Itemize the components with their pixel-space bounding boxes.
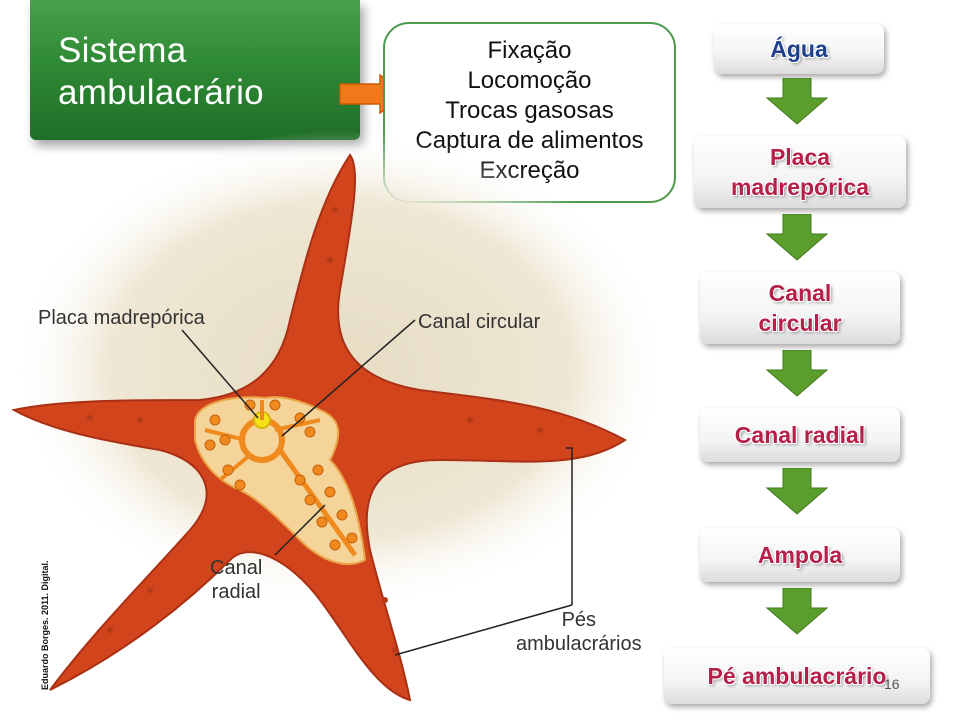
flow-step-tube-foot: Pé ambulacrário [664, 648, 930, 704]
flow-step-label: Pé ambulacrário [707, 663, 887, 689]
label-circular-canal: Canal circular [418, 311, 541, 333]
function-item: Fixação [487, 37, 572, 64]
down-arrow-icon [765, 468, 829, 515]
label-madreporic-plate: Placa madrepórica [38, 307, 205, 329]
flow-step-label: madrepórica [730, 174, 870, 200]
flow-step-label: Canal [768, 280, 832, 306]
flow-step-circular-canal: Canal circular [700, 272, 900, 344]
flow-step-radial-canal: Canal radial [700, 408, 900, 462]
label-tube-feet: Pés ambulacrários [516, 608, 642, 656]
label-radial-line-2: radial [211, 581, 261, 603]
flow-step-label: circular [758, 310, 842, 336]
down-arrow-icon [765, 214, 829, 261]
label-tube-feet-line-2: ambulacrários [516, 633, 642, 655]
label-radial-canal: Canal radial [210, 556, 262, 604]
function-item: Trocas gasosas [445, 97, 614, 124]
down-arrow-icon [765, 350, 829, 397]
page-number: 16 [884, 676, 900, 692]
down-arrow-icon [765, 78, 829, 125]
functions-box: Fixação Locomoção Trocas gasosas Captura… [383, 22, 676, 203]
flow-step-label: Ampola [757, 542, 843, 568]
flow-step-madreporic-plate: Placa madrepórica [694, 136, 906, 208]
starfish-illustration [10, 130, 670, 702]
down-arrow-icon [765, 588, 829, 635]
flow-step-ampulla: Ampola [700, 528, 900, 582]
flow-step-water: Água [714, 24, 884, 74]
title-line-1: Sistema [58, 31, 187, 70]
flow-step-label: Canal radial [734, 422, 866, 448]
flow-step-label: Água [770, 36, 828, 62]
function-item: Locomoção [467, 67, 592, 94]
image-credit: Eduardo Borges. 2011. Digital. [40, 560, 50, 690]
title-line-2: ambulacrário [58, 73, 264, 112]
label-tube-feet-line-1: Pés [561, 609, 597, 631]
flow-step-label: Placa [769, 144, 831, 170]
title-box: Sistema ambulacrário [30, 0, 360, 140]
label-radial-line-1: Canal [210, 557, 263, 579]
